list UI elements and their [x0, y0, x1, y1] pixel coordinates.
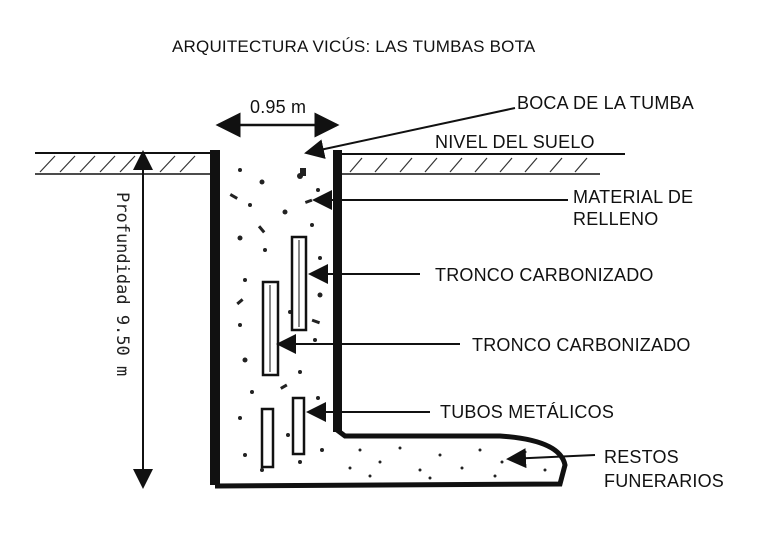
label-tubos-metalicos: TUBOS METÁLICOS — [440, 402, 615, 422]
fill-material — [229, 168, 547, 480]
label-material-de-relleno-line2: RELLENO — [573, 209, 659, 229]
shaft-walls — [210, 150, 568, 489]
ground-right — [340, 153, 625, 175]
log-lower — [261, 280, 280, 377]
label-nivel-del-suelo: NIVEL DEL SUELO — [435, 132, 595, 152]
depth-label: Profundidad 9.50 m — [112, 192, 132, 377]
label-tronco-carbonizado-lower: TRONCO CARBONIZADO — [472, 335, 691, 355]
ground-left — [35, 152, 210, 175]
metal-tubes — [260, 396, 306, 469]
label-tronco-carbonizado-upper: TRONCO CARBONIZADO — [435, 265, 654, 285]
label-restos-funerarios-line2: FUNERARIOS — [604, 471, 725, 491]
leader-lines — [276, 107, 596, 469]
log-upper — [290, 235, 308, 332]
diagram-title: ARQUITECTURA VICÚS: LAS TUMBAS BOTA — [172, 37, 536, 56]
label-boca-de-la-tumba: BOCA DE LA TUMBA — [517, 93, 694, 113]
width-label: 0.95 m — [250, 97, 307, 117]
label-material-de-relleno-line1: MATERIAL DE — [573, 187, 694, 207]
label-restos-funerarios-line1: RESTOS — [604, 447, 679, 467]
